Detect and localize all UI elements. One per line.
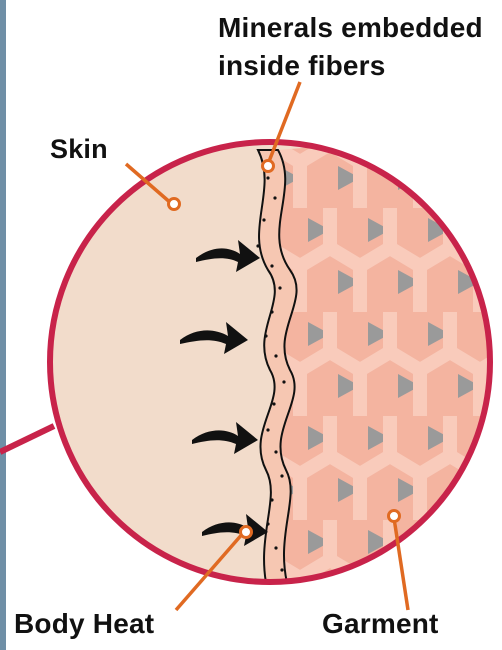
body-heat-label: Body Heat xyxy=(14,608,154,640)
skin-marker-icon xyxy=(169,199,180,210)
magnified-circle-content xyxy=(40,130,502,600)
garment-marker-icon xyxy=(389,511,400,522)
minerals-label-line2: inside fibers xyxy=(218,50,386,82)
garment-area xyxy=(278,130,502,600)
minerals-label-line1: Minerals embedded xyxy=(218,12,483,44)
magnifier-connector-line xyxy=(0,426,54,452)
skin-label: Skin xyxy=(50,134,108,165)
minerals-marker-icon xyxy=(263,161,274,172)
body-heat-marker-icon xyxy=(241,527,252,538)
background-photo-strip xyxy=(0,0,6,650)
garment-label: Garment xyxy=(322,608,439,640)
